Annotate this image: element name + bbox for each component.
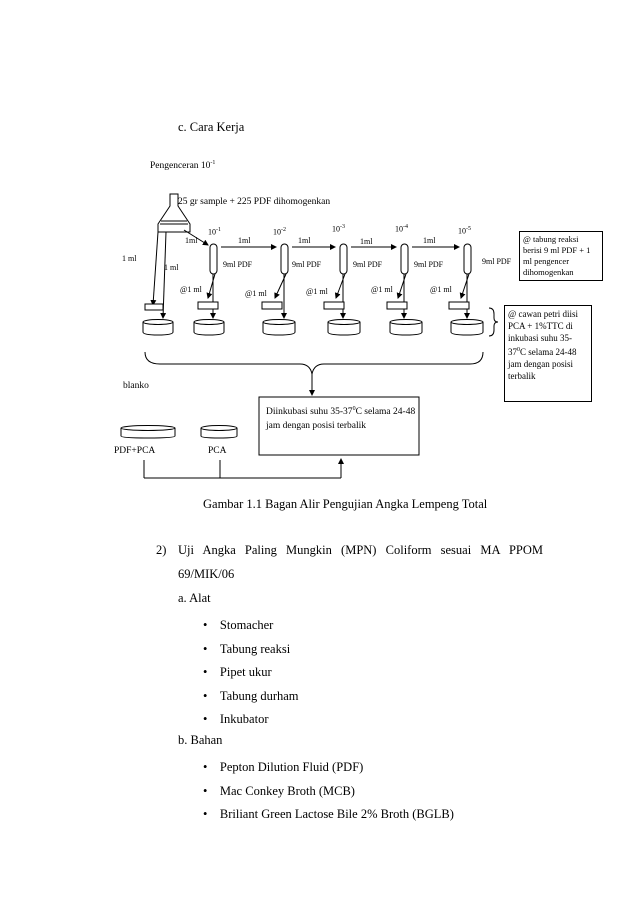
blank-plates <box>120 425 238 439</box>
pdf-label: 9ml PDF <box>292 260 322 269</box>
item-2-text: Uji Angka Paling Mungkin (MPN) Coliform … <box>178 543 543 557</box>
note-petri-box: @ cawan petri diisi PCA + 1%TTC di inkub… <box>504 305 592 402</box>
tube-4 <box>400 243 409 319</box>
list-item: • Briliant Green Lactose Bile 2% Broth (… <box>203 807 454 821</box>
transfer-label: 1ml <box>298 236 311 245</box>
plate-label-pca: PCA <box>208 446 227 456</box>
transfer-label: 1ml <box>238 236 251 245</box>
pdf-label: 9ml PDF <box>482 257 512 266</box>
list-item: • Pepton Dilution Fluid (PDF) <box>203 760 364 774</box>
section-heading: c. Cara Kerja <box>178 120 245 134</box>
tube-3 <box>339 243 348 319</box>
inner-1ml-label: 1 ml <box>164 263 179 272</box>
blanko-label: blanko <box>123 381 149 391</box>
dilution-label-5: 10-5 <box>458 226 471 236</box>
incubation-text: Diinkubasi suhu 35-370C selama 24-48 jam… <box>266 406 416 432</box>
side-1ml-label: 1 ml <box>122 254 137 263</box>
dilution-title: Pengenceran 10-1 <box>150 160 216 172</box>
plate-ml-label: @1 ml <box>430 285 452 294</box>
alat-heading: a. Alat <box>178 591 211 605</box>
item-number: 2) <box>156 543 167 557</box>
stomacher-flask-icon <box>157 193 191 233</box>
list-item: • Tabung reaksi <box>203 641 291 656</box>
pdf-label: 9ml PDF <box>223 260 253 269</box>
transfer-label: 1ml <box>423 236 436 245</box>
list-item: • Inkubator <box>203 712 269 726</box>
sample-label: 25 gr sample + 225 PDF dihomogenkan <box>178 197 331 207</box>
bahan-list: • Pepton Dilution Fluid (PDF) • Mac Conk… <box>203 756 454 827</box>
group-brace <box>144 351 484 375</box>
list-item: • Tabung durham <box>203 688 299 703</box>
alat-list: • Stomacher • Tabung reaksi • Pipet ukur… <box>203 614 299 732</box>
dilution-label-3: 10-3 <box>332 224 345 234</box>
plate-ml-label: @1 ml <box>180 285 202 294</box>
plate-ml-label: @1 ml <box>306 287 328 296</box>
item-2-text-line2: 69/MIK/06 <box>178 567 235 581</box>
plate-label-pdf-pca: PDF+PCA <box>114 446 156 456</box>
transfer-label: 1ml <box>360 237 373 246</box>
figure-caption: Gambar 1.1 Bagan Alir Pengujian Angka Le… <box>203 497 488 511</box>
pdf-label: 9ml PDF <box>353 260 383 269</box>
dilution-label-4: 10-4 <box>395 224 408 234</box>
plate-ml-label: @1 ml <box>245 289 267 298</box>
note-tube-box: @ tabung reaksi berisi 9 ml PDF + 1 ml p… <box>519 231 603 281</box>
list-item: • Stomacher <box>203 618 274 632</box>
list-item: • Pipet ukur <box>203 665 272 679</box>
transfer-label: 1ml <box>185 236 198 245</box>
plate-ml-label: @1 ml <box>371 285 393 294</box>
petri-dish-row <box>142 319 484 336</box>
pdf-label: 9ml PDF <box>414 260 444 269</box>
dilution-label-2: 10-2 <box>273 227 286 237</box>
list-item: • Mac Conkey Broth (MCB) <box>203 783 355 798</box>
tube-2 <box>280 243 289 319</box>
bahan-heading: b. Bahan <box>178 733 223 747</box>
dilution-label-1: 10-1 <box>208 227 221 237</box>
